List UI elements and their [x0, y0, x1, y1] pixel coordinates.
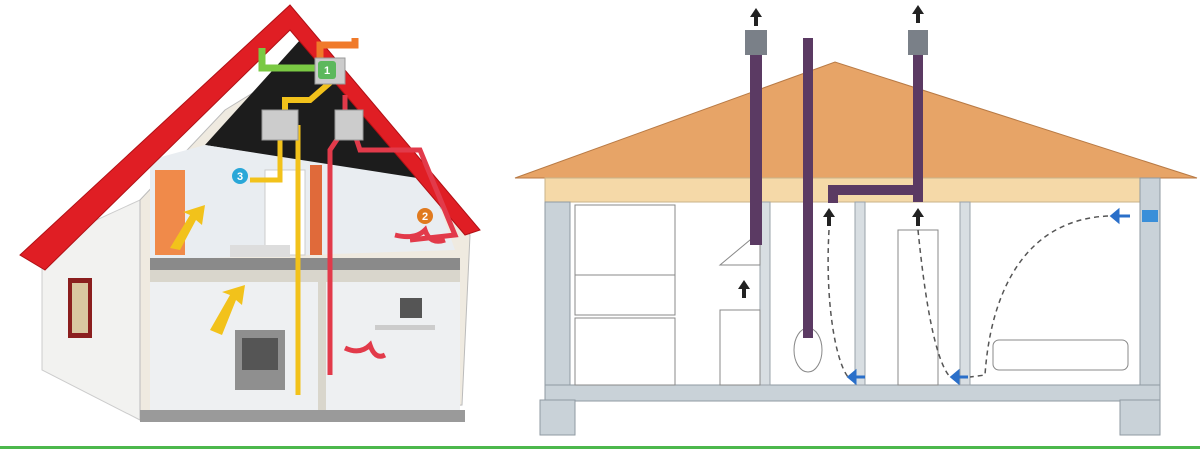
computer [400, 298, 422, 318]
airflow-arrow [210, 285, 245, 335]
ventilation-pipes [745, 30, 928, 338]
kitchen-cabinets [574, 204, 761, 386]
airflow-arrow [170, 205, 205, 250]
airflow-arrows [846, 207, 1130, 386]
badge-3: 3 [232, 168, 248, 184]
air-inlet-vent [1142, 210, 1158, 222]
floor [544, 384, 1161, 402]
floor-slab [150, 258, 460, 270]
exhaust-duct [316, 38, 359, 65]
badge-1: 1 [318, 61, 336, 79]
left-house-cutaway: 1 2 3 [19, 4, 481, 422]
svg-text:1: 1 [324, 65, 330, 77]
foundation [539, 399, 576, 436]
desk [375, 325, 435, 330]
bed [992, 339, 1129, 371]
roof [19, 4, 481, 271]
attic [205, 40, 420, 180]
roof [514, 61, 1198, 179]
footer-divider [0, 446, 1200, 449]
airflow-arrow [394, 225, 446, 244]
supply-duct [282, 77, 335, 115]
foundation [1119, 399, 1161, 436]
left-wall [544, 201, 571, 408]
svg-text:2: 2 [422, 211, 428, 223]
exhaust-arrows [738, 5, 924, 298]
airflow-paths [827, 215, 1109, 378]
badge-2: 2 [417, 208, 433, 224]
right-house-section [514, 5, 1198, 436]
door [897, 229, 939, 386]
svg-text:3: 3 [237, 171, 243, 183]
fresh-air-intake-duct [258, 48, 320, 72]
